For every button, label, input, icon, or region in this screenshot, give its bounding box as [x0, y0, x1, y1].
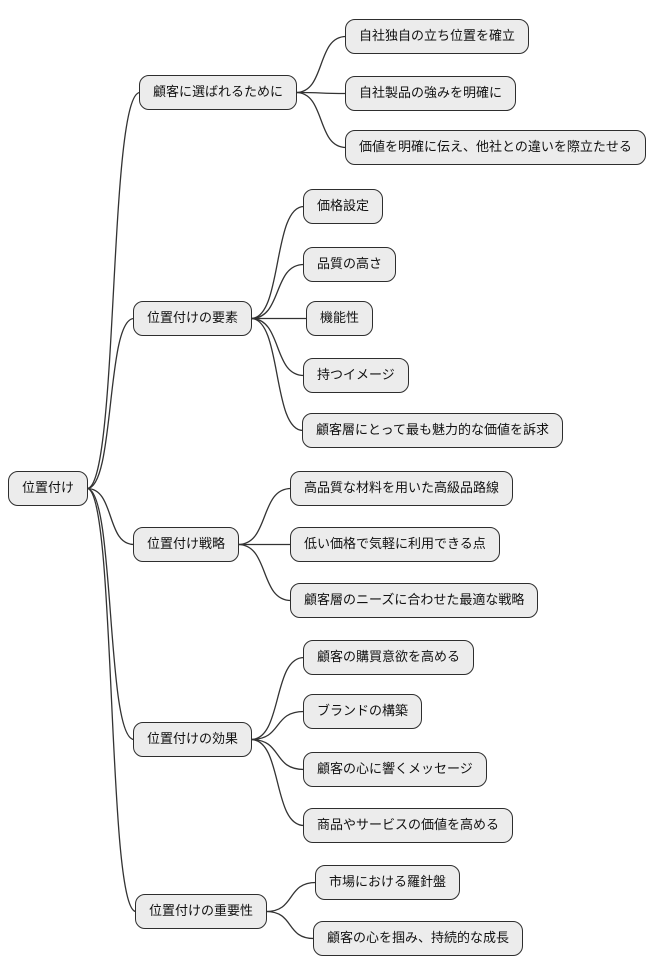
leaf-node-4-2: ブランドの構築	[303, 694, 423, 729]
branch-node-2: 位置付けの要素	[133, 301, 253, 336]
branch-node-4: 位置付けの効果	[133, 722, 253, 757]
leaf-node-1-2: 自社製品の強みを明確に	[345, 76, 517, 111]
leaf-node-5-2: 顧客の心を掴み、持続的な成長	[313, 921, 524, 956]
leaf-node-3-1: 高品質な材料を用いた高級品路線	[290, 471, 514, 506]
leaf-node-4-1: 顧客の購買意欲を高める	[303, 640, 475, 675]
leaf-node-1-1: 自社独自の立ち位置を確立	[345, 19, 530, 54]
leaf-node-2-4: 持つイメージ	[303, 358, 409, 393]
leaf-node-2-5: 顧客層にとって最も魅力的な価値を訴求	[302, 413, 563, 448]
leaf-node-1-3: 価値を明確に伝え、他社との違いを際立たせる	[345, 130, 646, 165]
branch-node-5: 位置付けの重要性	[135, 894, 268, 929]
leaf-node-2-1: 価格設定	[303, 189, 384, 224]
leaf-node-4-3: 顧客の心に響くメッセージ	[303, 752, 487, 787]
leaf-node-4-4: 商品やサービスの価値を高める	[303, 808, 514, 843]
leaf-node-2-3: 機能性	[306, 301, 374, 336]
leaf-node-5-1: 市場における羅針盤	[315, 865, 461, 900]
branch-node-3: 位置付け戦略	[133, 527, 240, 562]
leaf-node-3-3: 顧客層のニーズに合わせた最適な戦略	[290, 583, 539, 618]
root-node: 位置付け	[8, 471, 89, 506]
branch-node-1: 顧客に選ばれるために	[139, 75, 298, 110]
leaf-node-2-2: 品質の高さ	[303, 247, 397, 282]
leaf-node-3-2: 低い価格で気軽に利用できる点	[290, 527, 500, 562]
